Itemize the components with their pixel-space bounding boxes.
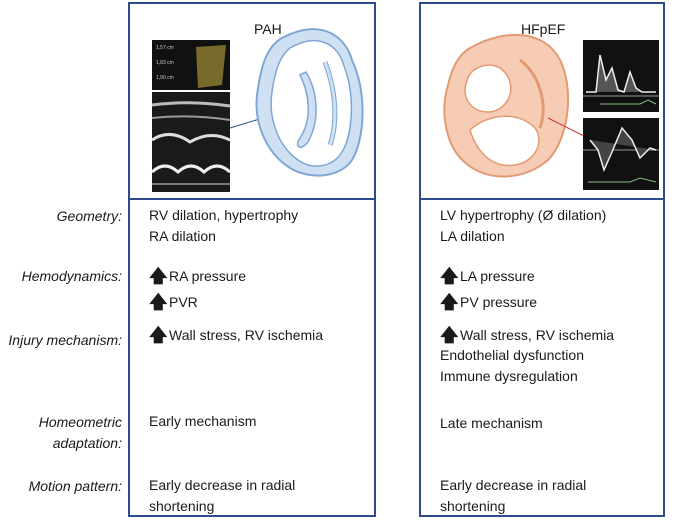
hfpef-geometry-2: LA dilation: [440, 228, 505, 244]
pah-motion-2: shortening: [149, 498, 215, 514]
arrow-up-icon: 🡅: [149, 325, 168, 345]
hfpef-panel: [419, 2, 665, 517]
echo-label-2: 1,83 cm: [156, 60, 174, 66]
hfpef-heart-icon: [443, 33, 589, 178]
pah-panel: [128, 2, 376, 517]
hfpef-injury-1: 🡅Wall stress, RV ischemia: [440, 324, 614, 346]
arrow-up-icon: 🡅: [440, 325, 459, 345]
hfpef-title: HFpEF: [521, 21, 566, 37]
hfpef-injury-1-text: Wall stress, RV ischemia: [460, 327, 615, 343]
arrow-up-icon: 🡅: [440, 266, 459, 286]
pah-injury-1: 🡅Wall stress, RV ischemia: [149, 324, 323, 346]
row-label-motion: Motion pattern:: [28, 478, 122, 494]
hfpef-motion-1: Early decrease in radial: [440, 477, 587, 493]
hfpef-hemo-2: 🡅PV pressure: [440, 291, 537, 313]
arrow-up-icon: 🡅: [149, 266, 168, 286]
pah-motion-1: Early decrease in radial: [149, 477, 296, 493]
pah-heart-icon: [255, 28, 364, 177]
pah-homeometric: Early mechanism: [149, 413, 257, 429]
pah-geometry-2: RA dilation: [149, 228, 216, 244]
row-label-geometry: Geometry:: [56, 208, 122, 224]
echo-label-1: 1,57 cm: [156, 45, 174, 51]
arrow-up-icon: 🡅: [440, 292, 459, 312]
hfpef-geometry-1: LV hypertrophy (Ø dilation): [440, 207, 607, 223]
pah-injury-1-text: Wall stress, RV ischemia: [169, 327, 324, 343]
arrow-up-icon: 🡅: [149, 292, 168, 312]
row-label-homeometric-2: adaptation:: [52, 435, 122, 451]
hfpef-hemo-2-text: PV pressure: [460, 294, 538, 310]
hfpef-doppler-images: [583, 40, 659, 190]
row-label-injury: Injury mechanism:: [8, 332, 122, 348]
hfpef-divider: [421, 198, 663, 200]
pah-hemo-1: 🡅RA pressure: [149, 265, 246, 287]
hfpef-motion-2: shortening: [440, 498, 506, 514]
hfpef-injury-3: Immune dysregulation: [440, 368, 578, 384]
echo-label-3: 1,90 cm: [156, 75, 174, 81]
pah-hemo-2-text: PVR: [169, 294, 198, 310]
row-label-hemodynamics: Hemodynamics:: [21, 268, 122, 284]
pah-hemo-1-text: RA pressure: [169, 268, 247, 284]
pah-echo-images: 1,57 cm 1,83 cm 1,90 cm: [150, 40, 277, 192]
hfpef-homeometric: Late mechanism: [440, 415, 543, 431]
hfpef-injury-2: Endothelial dysfunction: [440, 347, 584, 363]
pah-hemo-2: 🡅PVR: [149, 291, 198, 313]
pah-geometry-1: RV dilation, hypertrophy: [149, 207, 299, 223]
pah-divider: [130, 198, 374, 200]
hfpef-hemo-1: 🡅LA pressure: [440, 265, 535, 287]
hfpef-hemo-1-text: LA pressure: [460, 268, 535, 284]
pah-title: PAH: [254, 21, 282, 37]
row-label-homeometric-1: Homeometric: [38, 414, 122, 430]
